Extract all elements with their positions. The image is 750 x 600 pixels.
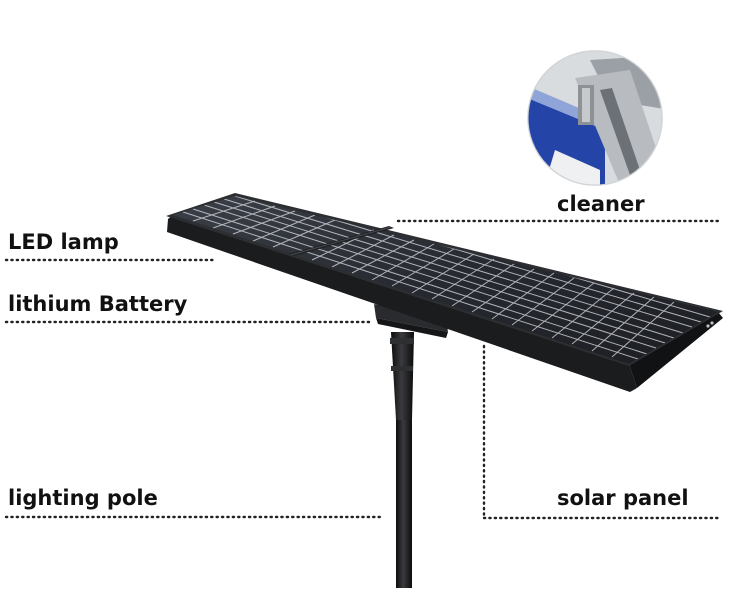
cleaner-closeup-icon [527,50,663,186]
leader-lines [4,219,722,520]
label-lithium-battery: lithium Battery [8,292,188,316]
lighting-pole [390,332,414,588]
label-cleaner: cleaner [557,192,645,216]
label-lighting-pole: lighting pole [8,486,158,510]
label-led-lamp: LED lamp [8,230,119,254]
solar-panel [166,193,723,392]
battery-housing [374,304,448,338]
label-solar-panel: solar panel [557,486,689,510]
